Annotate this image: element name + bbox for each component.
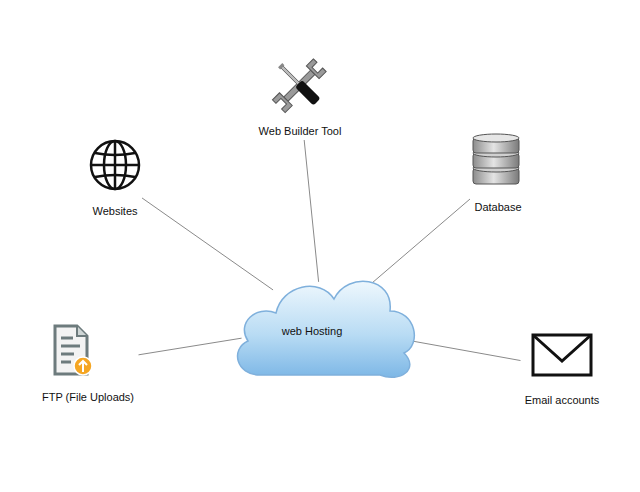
node-label: Email accounts <box>521 393 604 407</box>
node-label: Web Builder Tool <box>255 124 346 138</box>
connector-line <box>142 198 273 290</box>
connector-line <box>366 199 470 288</box>
email-node: Email accounts <box>521 327 604 409</box>
database-node: Database <box>470 134 526 216</box>
node-label: Database <box>470 200 526 214</box>
connector-line <box>139 338 242 355</box>
upload-node: FTP (File Uploads) <box>38 320 139 406</box>
connector-line <box>304 140 318 282</box>
connector-line <box>404 339 521 360</box>
node-label: web Hosting <box>282 324 343 338</box>
cloud-node: web Hosting <box>228 265 418 385</box>
database-icon <box>473 134 519 184</box>
tool-node: Web Builder Tool <box>255 58 346 140</box>
node-label: Websites <box>88 204 142 218</box>
globe-icon <box>91 141 139 189</box>
site-node: Websites <box>88 138 142 220</box>
envelope-icon <box>533 335 591 375</box>
node-label: FTP (File Uploads) <box>38 390 139 404</box>
file-upload-icon <box>55 326 92 375</box>
tools-icon <box>272 59 326 113</box>
